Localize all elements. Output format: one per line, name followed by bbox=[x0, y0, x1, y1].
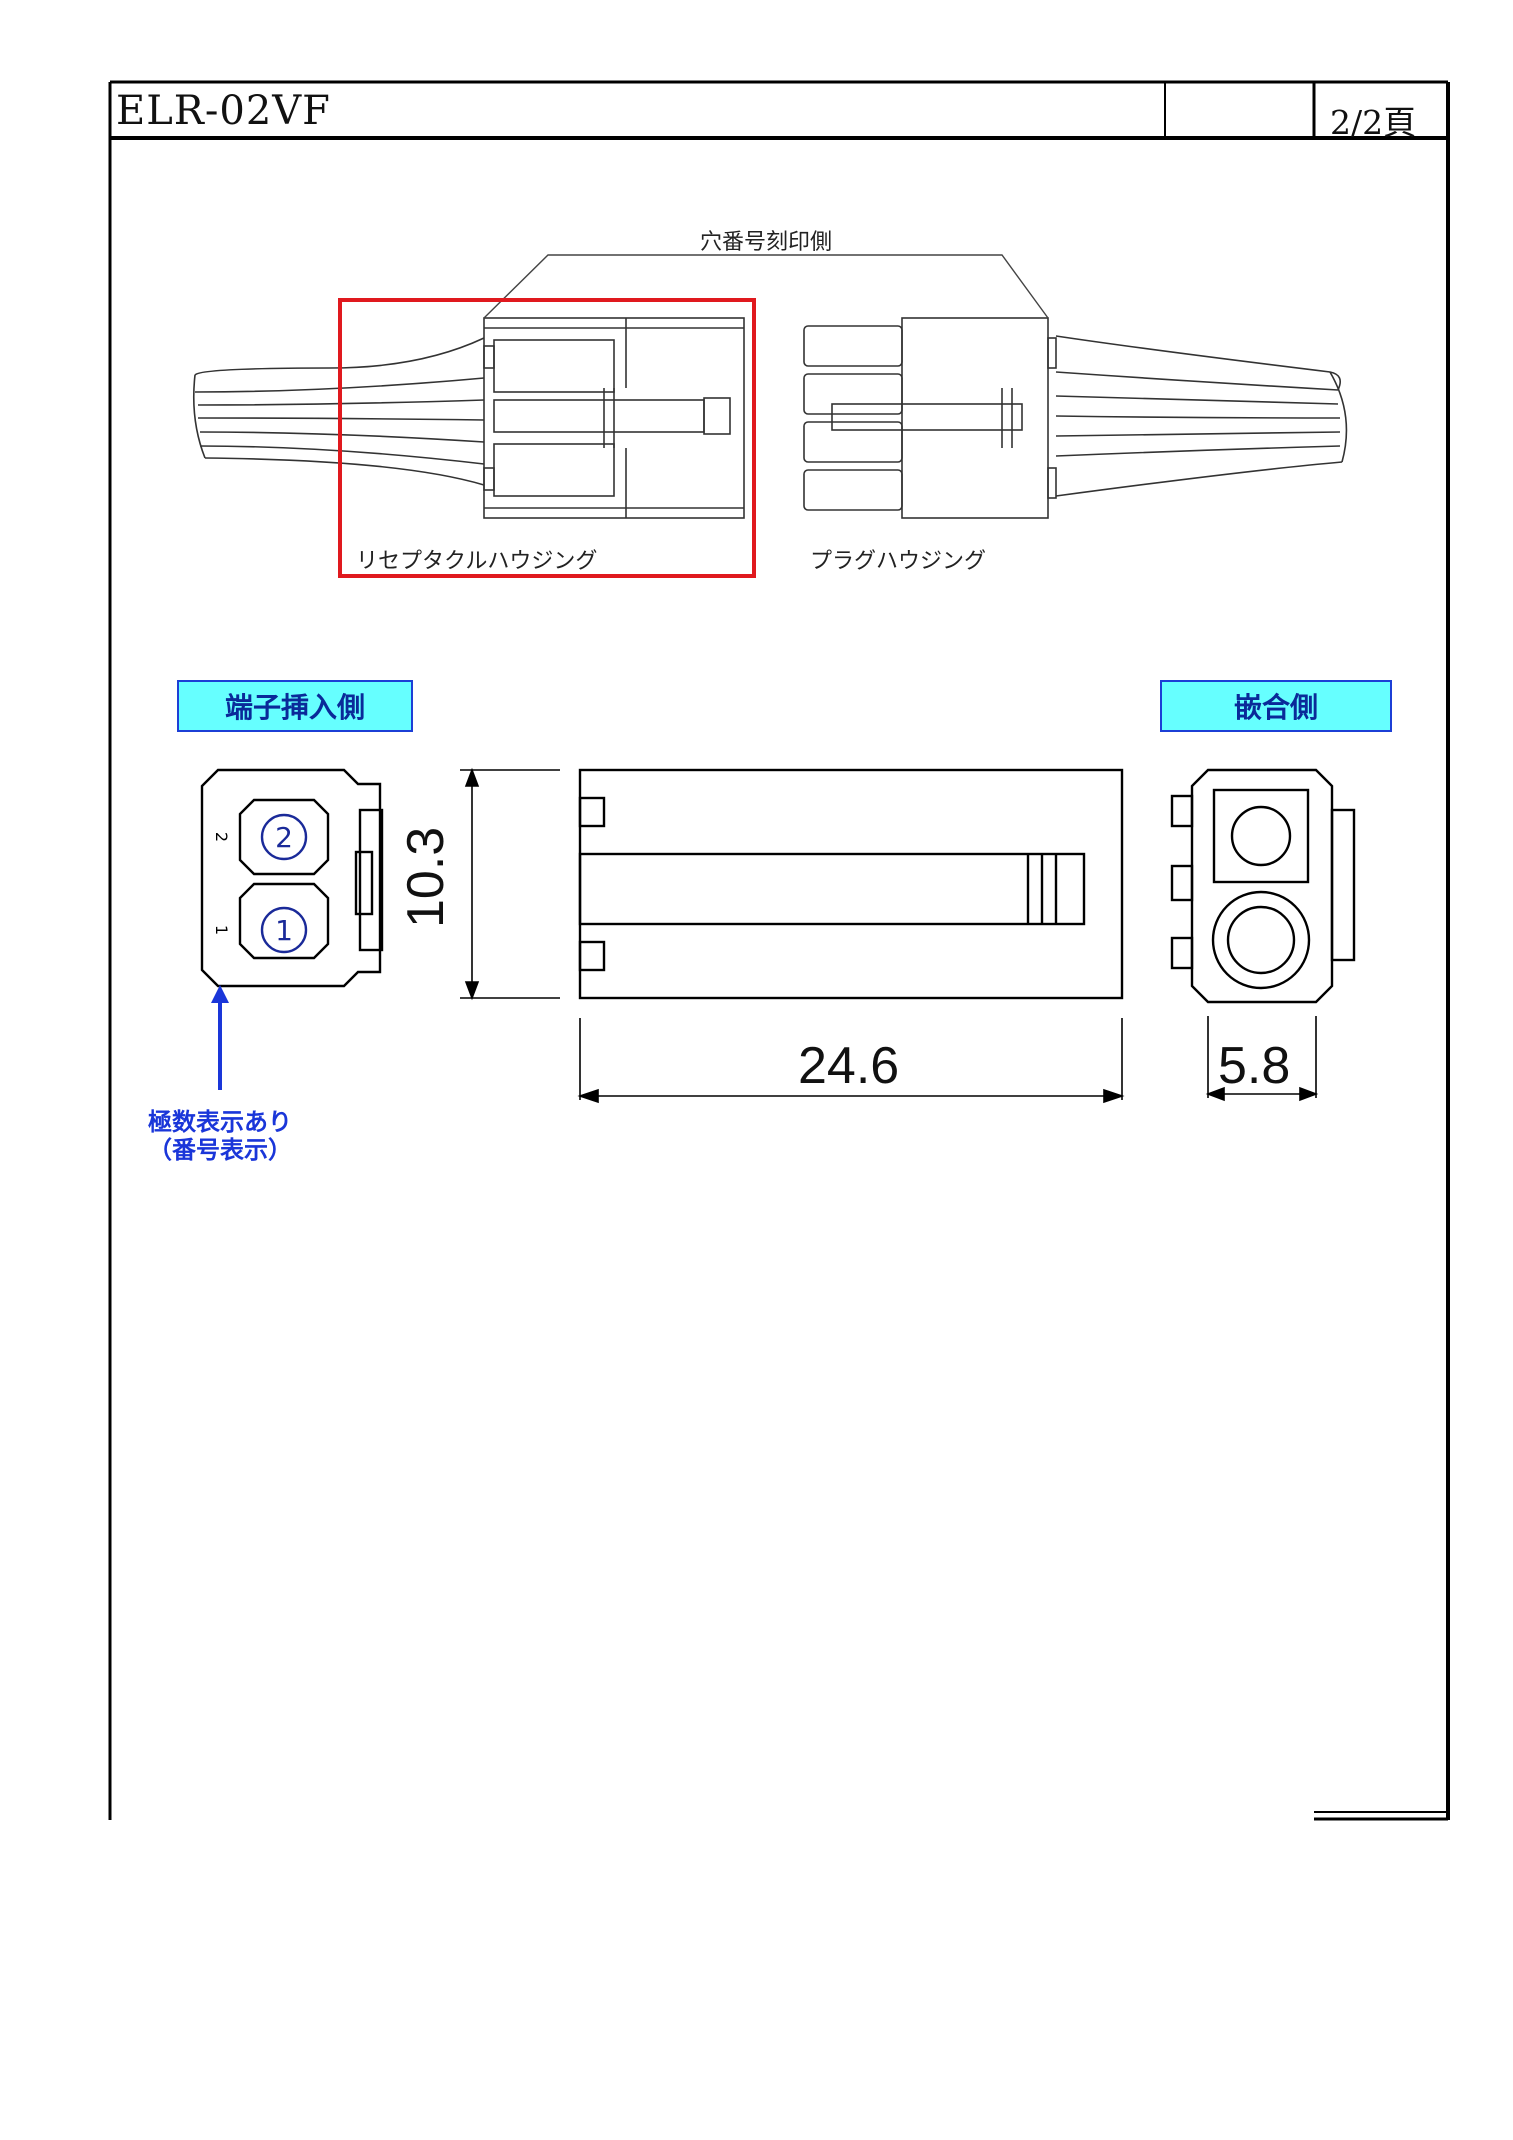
polarity-note-line1: 極数表示あり bbox=[148, 1108, 292, 1136]
part-number-title: ELR-02VF bbox=[116, 88, 331, 134]
plug-housing-outline bbox=[901, 317, 1049, 519]
hole-number-side-label: 穴番号刻印側 bbox=[700, 230, 833, 255]
receptacle-highlight-box bbox=[338, 298, 756, 578]
polarity-arrow bbox=[211, 985, 229, 1090]
mating-cavity-2 bbox=[1212, 788, 1310, 884]
side-marking-2: 2 bbox=[212, 832, 231, 842]
circuit-number-1: 1 bbox=[275, 914, 293, 947]
dimension-width: 5.8 bbox=[1218, 1037, 1291, 1095]
plug-housing-label: プラグハウジング bbox=[810, 549, 987, 574]
plug-pin-1 bbox=[803, 325, 903, 367]
cavity-2 bbox=[238, 798, 330, 876]
dimension-height: 10.3 bbox=[397, 826, 455, 928]
side-housing-outline bbox=[578, 768, 1124, 1000]
mating-side-badge: 嵌合側 bbox=[1160, 680, 1392, 732]
left-wire bbox=[194, 337, 485, 376]
insertion-housing-outline bbox=[200, 768, 382, 988]
cavity-1 bbox=[238, 882, 330, 960]
mating-pin-hole-1-outer bbox=[1211, 890, 1311, 990]
circuit-1-circle bbox=[260, 906, 308, 954]
circuit-2-circle bbox=[260, 813, 308, 861]
receptacle-housing-outline bbox=[483, 317, 745, 519]
mating-pin-hole-2 bbox=[1230, 805, 1292, 867]
receptacle-housing-label: リセプタクルハウジング bbox=[356, 549, 598, 574]
mating-pin-hole-1-inner bbox=[1226, 905, 1296, 975]
side-marking-1: 1 bbox=[212, 925, 231, 935]
terminal-insertion-side-badge: 端子挿入側 bbox=[177, 680, 413, 732]
dimension-length: 24.6 bbox=[798, 1037, 900, 1095]
side-latch-slot bbox=[578, 852, 1086, 926]
polarity-note-line2: （番号表示） bbox=[148, 1136, 292, 1164]
page-indicator: 2/2頁 bbox=[1330, 103, 1417, 142]
mating-side-view bbox=[1170, 768, 1356, 1102]
circuit-number-2: 2 bbox=[275, 821, 293, 854]
terminal-insertion-side-view: 2 1 2 1 bbox=[200, 768, 384, 988]
mating-housing-outline bbox=[1190, 768, 1334, 1004]
side-view-drawing bbox=[460, 767, 1125, 1104]
connector-assembly-illustration bbox=[192, 254, 1348, 578]
